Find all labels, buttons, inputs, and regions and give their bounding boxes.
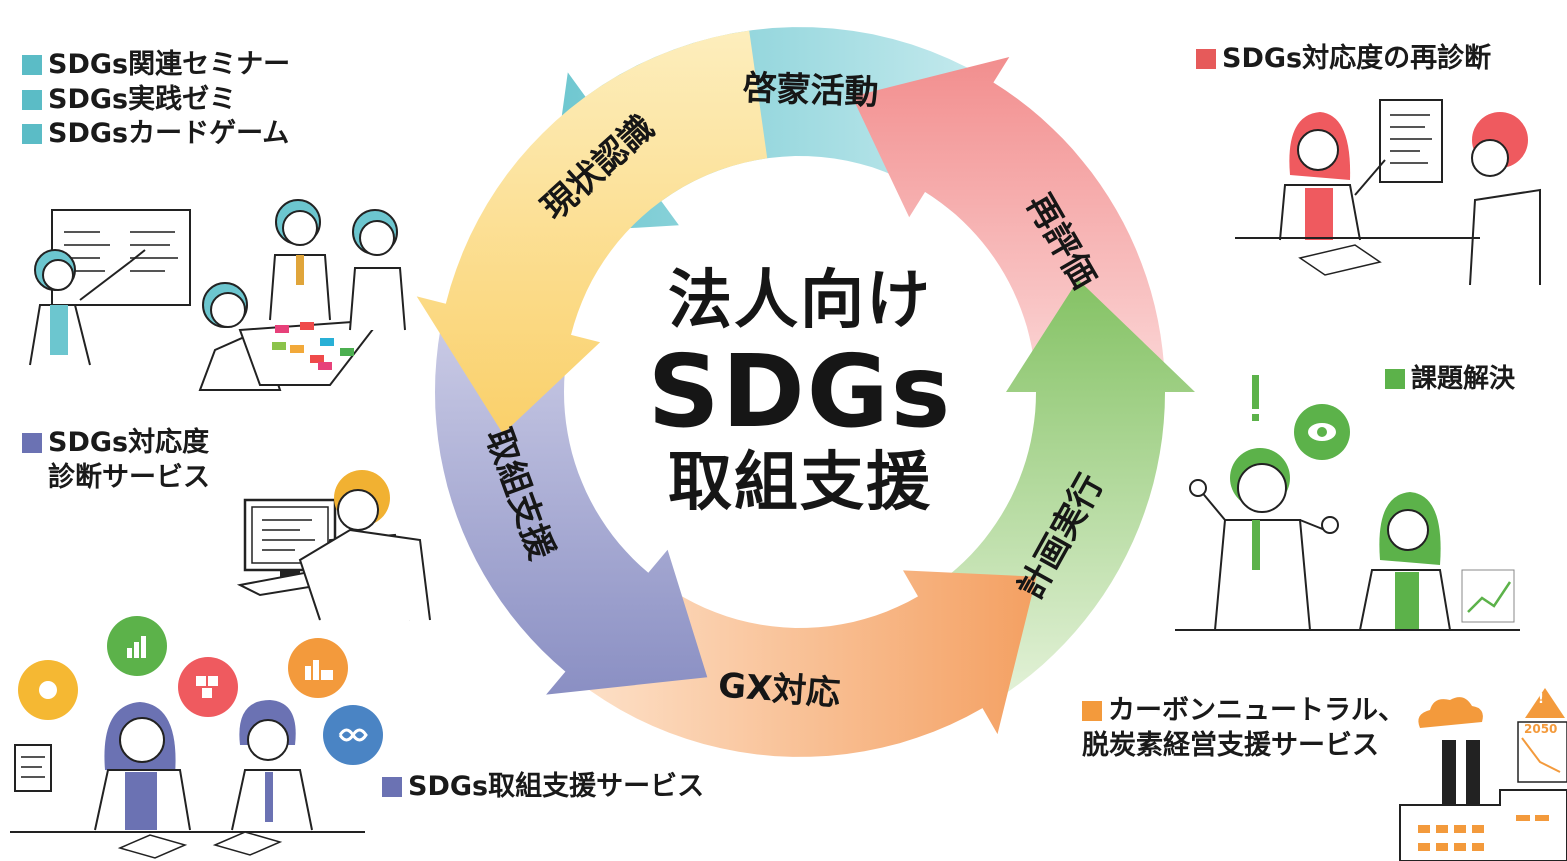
awareness-item: SDGsカードゲーム [22,117,290,152]
support-service: SDGs取組支援サービス [382,770,704,805]
diagnosis-illustration [236,470,431,621]
center-title: 法人向け SDGs 取組支援 [610,262,990,522]
factory-illustration [1399,688,1567,861]
awareness-marker [22,89,42,110]
problem-solving-illustration [1175,375,1520,631]
carbon-marker [1082,701,1102,721]
solve-service: 課題解決 [1385,363,1515,396]
center-title-line1: 法人向け [668,264,932,338]
seminar-illustration [29,199,406,391]
reassess-marker [1196,49,1216,69]
awareness-services: SDGs関連セミナー SDGs実践ゼミ SDGsカードゲーム [22,48,290,152]
alert-mark: ! [1538,692,1544,707]
solve-marker [1385,369,1405,389]
center-title-line2: SDGs [647,333,953,450]
awareness-item: SDGs実践ゼミ [22,83,290,118]
arrow-current [416,30,768,434]
awareness-marker [22,55,42,75]
diagnosis-marker [22,433,42,453]
rediagnosis-illustration [1235,99,1541,286]
cycle-label-4: GX対応 [717,666,842,714]
diagnosis-service: SDGs対応度 診断サービス [22,426,210,495]
cycle-label-1: 啓蒙活動 [742,68,879,113]
support-illustration [10,616,383,859]
arrow-gx [575,570,1037,757]
support-marker [382,777,402,797]
year-badge: 2050 [1524,722,1558,736]
carbon-service: カーボンニュートラル、 脱炭素経営支援サービス [1082,695,1405,761]
cycle-arrows [416,27,1195,757]
reassess-service: SDGs対応度の再診断 [1196,42,1491,77]
awareness-item: SDGs関連セミナー [22,48,290,83]
center-title-line3: 取組支援 [668,446,932,520]
awareness-marker [22,124,42,145]
